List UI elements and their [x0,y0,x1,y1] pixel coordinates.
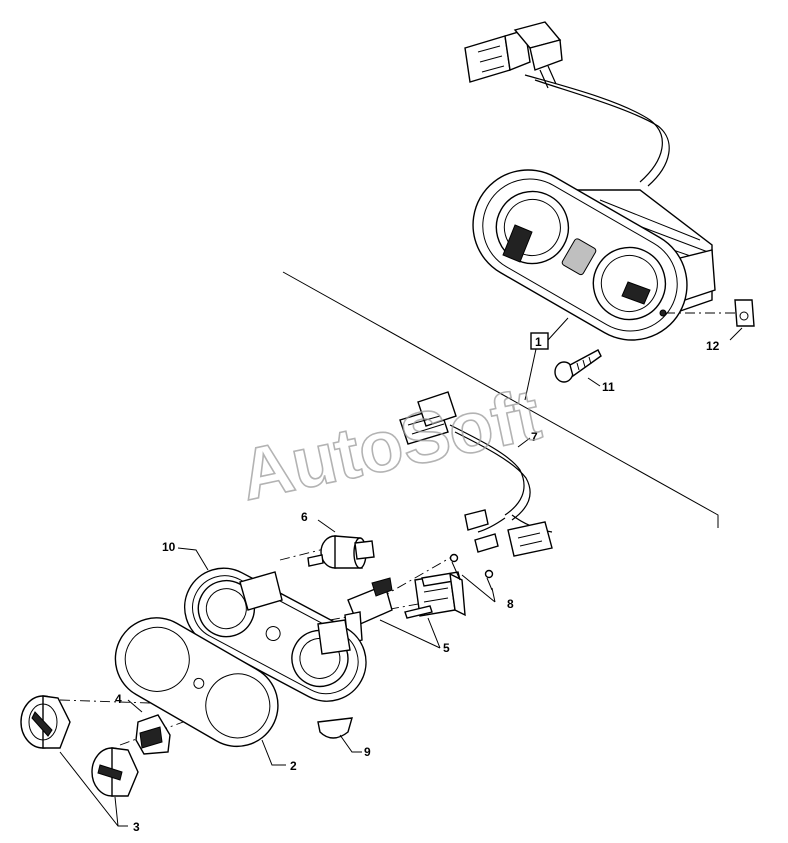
callout-label-3: 3 [133,820,140,834]
switch-housing[interactable] [171,547,380,715]
control-unit-assembly[interactable] [453,21,716,360]
callout-label-8: 8 [507,597,514,611]
callout-label-11: 11 [602,380,615,394]
rotary-knob-small[interactable] [127,699,171,755]
callout-box-1 [530,332,549,350]
screws-pair[interactable] [449,553,496,603]
screw[interactable] [554,349,602,387]
wiring-harness[interactable] [399,391,553,557]
callout-label-2: 2 [290,759,297,773]
callout-label-6: 6 [301,510,308,524]
callout-label-5: 5 [443,641,450,655]
blower-switch[interactable] [307,519,375,569]
callout-label-4: 4 [115,692,122,706]
callout-label-10: 10 [162,540,176,554]
section-line [282,271,719,528]
watermark: AutoSoft [233,375,547,516]
rotary-knob-large[interactable] [20,695,139,827]
callout-label-1: 1 [535,335,542,349]
callout-label-12: 12 [706,339,720,353]
callout-label-7: 7 [531,430,538,444]
clip-nut[interactable] [665,299,755,341]
light-lens[interactable] [317,717,362,753]
callout-label-9: 9 [364,745,371,759]
front-bezel[interactable] [100,603,293,766]
